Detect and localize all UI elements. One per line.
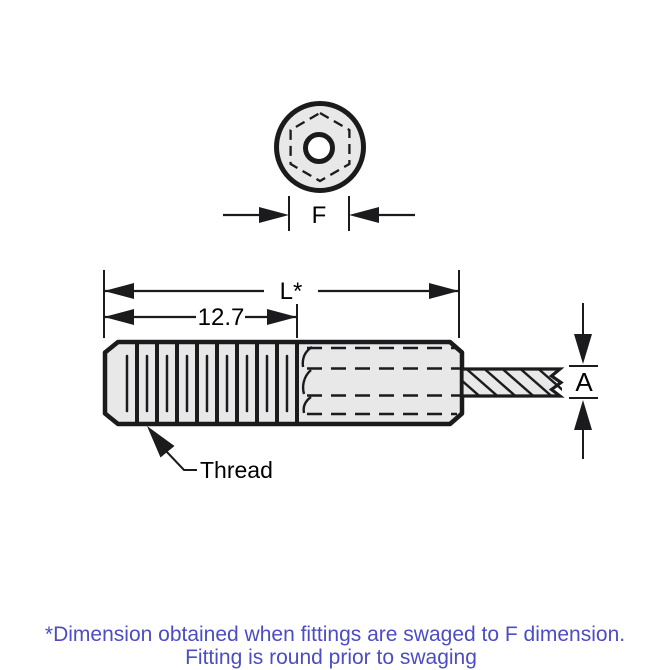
f-arrowhead-left xyxy=(259,207,289,223)
l-arrowhead-right xyxy=(429,283,459,299)
footnote-line-1: *Dimension obtained when fittings are sw… xyxy=(45,623,625,646)
a-arrowhead-top xyxy=(574,334,592,364)
thread-callout: Thread xyxy=(147,426,273,483)
top-view xyxy=(274,101,366,193)
f-dim-label: F xyxy=(312,202,327,229)
thread-leader-arrowhead xyxy=(147,426,175,458)
thread-length-value: 12.7 xyxy=(198,304,245,331)
cable-strand-line xyxy=(497,367,539,398)
cable xyxy=(460,367,565,398)
thread-leader-line xyxy=(165,450,197,471)
center-hole xyxy=(303,132,335,164)
thread-runout-arc xyxy=(301,369,312,395)
a-dim-label: A xyxy=(575,367,593,397)
thread-dim-arrowhead-left xyxy=(104,309,134,325)
thread-callout-label: Thread xyxy=(200,457,273,483)
cable-strand-line xyxy=(462,367,485,398)
footnote-line-2: Fitting is round prior to swaging xyxy=(185,646,477,669)
hex-flats-outline xyxy=(289,111,351,183)
cable-strand-line xyxy=(479,367,521,398)
footnote: *Dimension obtained when fittings are sw… xyxy=(45,623,625,669)
a-dimension: A xyxy=(569,303,598,459)
body-outline xyxy=(102,339,465,427)
cable-strand-line xyxy=(515,367,557,398)
length-dimensions: L* 12.7 xyxy=(103,270,460,338)
thread-runout-arc xyxy=(301,345,313,368)
f-arrowhead-right xyxy=(349,207,379,223)
f-dimension: F xyxy=(223,196,415,231)
cable-strand-line xyxy=(462,367,503,398)
thread-dim-arrowhead-right xyxy=(267,309,297,325)
stud-body xyxy=(102,339,465,427)
cable-strand-line xyxy=(533,367,562,398)
l-arrowhead-left xyxy=(104,283,134,299)
thread-runout-arc xyxy=(302,396,312,414)
l-dim-label: L* xyxy=(280,278,303,305)
a-arrowhead-bottom xyxy=(574,400,592,430)
